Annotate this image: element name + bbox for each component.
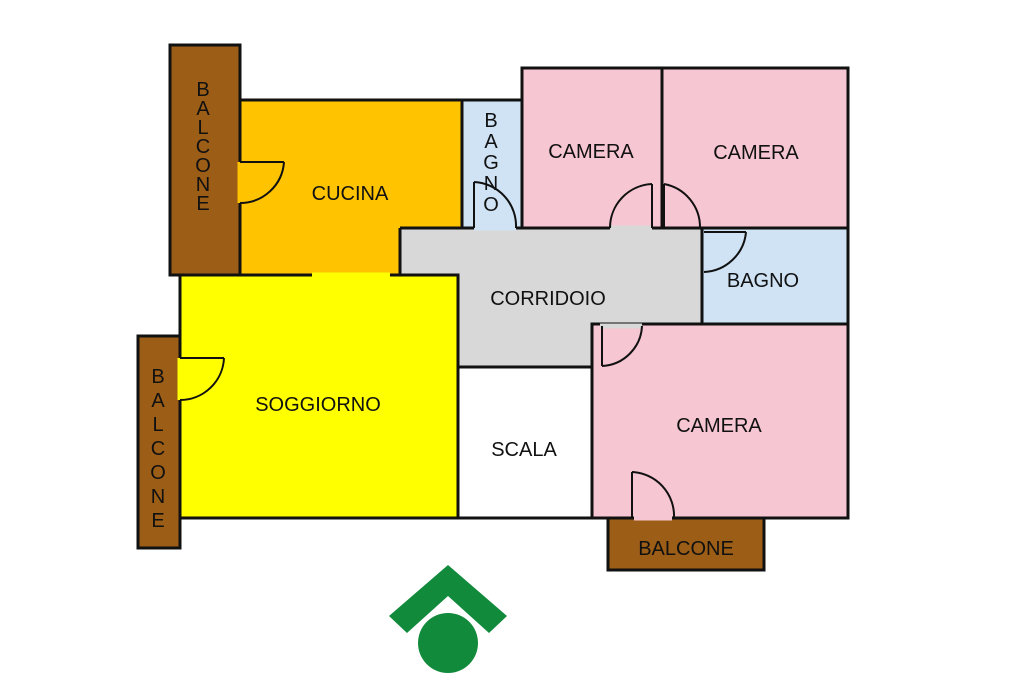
- bagno-right-area: [700, 226, 850, 326]
- camera-top-right-label: CAMERA: [713, 142, 799, 164]
- agency-house-logo-icon: [389, 565, 507, 673]
- soggiorno-area: [178, 273, 460, 520]
- balcone-bottom-area: [606, 516, 766, 572]
- door-swings: [177, 161, 747, 521]
- corridoio-lower-area: [458, 275, 592, 367]
- camera-bottom-label: CAMERA: [676, 415, 762, 437]
- camera-top-left-label: CAMERA: [548, 141, 634, 163]
- balcone-mid-left-area: [136, 334, 182, 550]
- balcone-bottom-label: BALCONE: [638, 538, 734, 560]
- bagno-right-label: BAGNO: [727, 270, 799, 292]
- soggiorno-label: SOGGIORNO: [255, 394, 381, 416]
- scala-label: SCALA: [491, 439, 557, 461]
- balcone-top-left-area: [168, 43, 242, 277]
- cucina-label: CUCINA: [312, 183, 389, 205]
- corridoio-label: CORRIDOIO: [490, 288, 606, 310]
- camera-bottom-area: [590, 322, 850, 520]
